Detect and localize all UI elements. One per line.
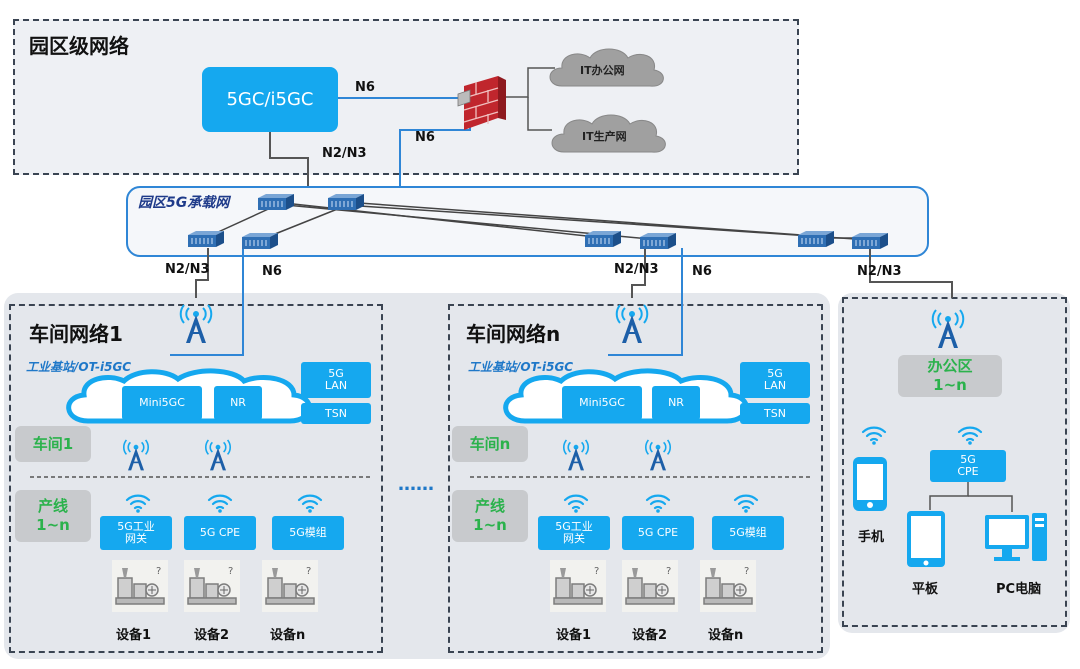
workshop-area-tag: 车间n [452,426,528,462]
it-office-cloud: IT办公网 [540,42,670,94]
workshop-area-tag: 车间1 [15,426,91,462]
pc-label: PC电脑 [996,582,1042,597]
svg-text:?: ? [744,566,749,577]
pc-icon [984,512,1048,564]
svg-text:?: ? [156,566,161,577]
module-box: 5G模组 [712,516,784,550]
ellipsis: …… [398,474,434,495]
device-label: 设备n [708,628,744,643]
mini5gc-box: Mini5GC [562,386,642,420]
device-label: 设备1 [556,628,592,643]
workshop-n-title: 车间网络n [466,322,561,346]
device-label: 设备2 [194,628,230,643]
module-box: 5G模组 [272,516,344,550]
tablet-icon [906,510,946,568]
it-production-cloud: IT生产网 [542,108,672,160]
wsn-n6-label: N6 [692,264,712,279]
tsn-box: TSN [301,403,371,424]
campus-title: 园区级网络 [29,34,129,58]
5g-lan-box: 5G LAN [740,362,810,398]
workshop-1-region [9,304,383,653]
svg-text:?: ? [228,566,233,577]
office-region [842,297,1067,627]
ws1-n2n3-label: N2/N3 [165,262,210,277]
bearer-title: 园区5G承载网 [138,195,230,211]
mini5gc-box: Mini5GC [122,386,202,420]
nr-box: NR [214,386,262,420]
svg-text:?: ? [666,566,671,577]
office-cpe-box: 5G CPE [930,450,1006,482]
office-area-tag: 办公区 1~n [898,355,1002,397]
industrial-gateway-box: 5G工业 网关 [538,516,610,550]
cpe-box: 5G CPE [184,516,256,550]
it-production-cloud-label: IT生产网 [582,130,627,143]
tablet-label: 平板 [912,582,939,597]
production-line-tag: 产线 1~n [452,490,528,542]
wsn-n2n3-label: N2/N3 [614,262,659,277]
device-label: 设备2 [632,628,668,643]
5g-lan-box: 5G LAN [301,362,371,398]
industrial-gateway-box: 5G工业 网关 [100,516,172,550]
production-line-tag: 产线 1~n [15,490,91,542]
svg-text:?: ? [306,566,311,577]
workshop-n-region [448,304,823,653]
workshop-1-title: 车间网络1 [29,322,123,346]
phone-label: 手机 [858,530,885,545]
svg-text:?: ? [594,566,599,577]
firewall-icon [456,72,508,132]
it-office-cloud-label: IT办公网 [580,64,625,77]
nr-box: NR [652,386,700,420]
device-label: 设备n [270,628,306,643]
cpe-box: 5G CPE [622,516,694,550]
ws1-n6-label: N6 [262,264,282,279]
n6-label-top: N6 [355,80,375,95]
tsn-box: TSN [740,403,810,424]
n6-label-mid: N6 [415,130,435,145]
core-5gc-box: 5GC/i5GC [202,67,338,132]
workshop-n-subtitle: 工业基站/OT-i5GC [468,360,574,374]
phone-icon [852,456,888,512]
workshop-1-subtitle: 工业基站/OT-i5GC [26,360,132,374]
device-label: 设备1 [116,628,152,643]
office-n2n3-label: N2/N3 [857,264,902,279]
n2n3-label-top: N2/N3 [322,146,367,161]
